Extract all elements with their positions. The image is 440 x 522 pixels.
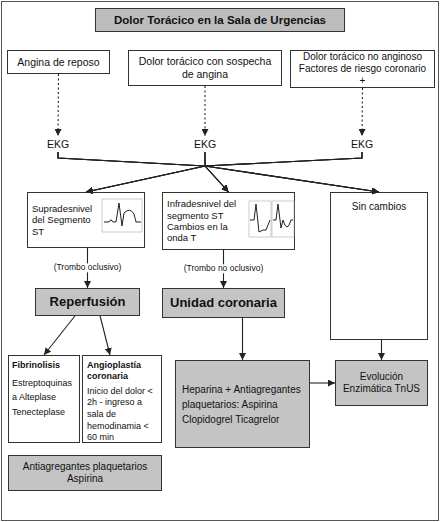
pathway-box: Reperfusión xyxy=(35,288,140,316)
t-inversion-trace xyxy=(273,204,293,228)
entry-box: Dolor torácico no anginoso Factores de r… xyxy=(290,50,435,88)
ekg-step: EKG xyxy=(187,136,223,152)
treatment-box: FibrinolisisEstreptoquinasa Alteplase Te… xyxy=(8,355,80,443)
node-text: EKG xyxy=(191,138,219,151)
finding-box: Infradesnivel del segmento ST Cambios en… xyxy=(162,192,295,250)
node-body: Inicio del dolor < 2h - ingreso a sala d… xyxy=(87,386,159,444)
title-band: Dolor Torácico en la Sala de Urgencias xyxy=(95,8,345,32)
treatment-box: Angioplastía coronariaInicio del dolor <… xyxy=(82,355,162,443)
outcome-box: Evolución Enzimática TnUS xyxy=(335,360,428,406)
ecg-frame xyxy=(249,201,271,237)
node-text: Sin cambios xyxy=(335,201,423,213)
ecg-icon xyxy=(249,201,294,237)
flow-arrow xyxy=(58,152,379,192)
st-depression-trace xyxy=(250,204,270,232)
ecg-icon xyxy=(102,199,142,232)
connectors xyxy=(44,74,382,383)
edge-label: (Trombo oclusivo) xyxy=(53,263,123,272)
flow-arrow xyxy=(86,152,362,192)
pathway-box: Unidad coronaria xyxy=(162,288,285,318)
node-body: Estreptoquinasa Alteplase Tenecteplase xyxy=(12,376,77,419)
flow-arrow xyxy=(58,152,229,192)
title-text: Dolor Torácico en la Sala de Urgencias xyxy=(114,14,326,26)
node-text: Fibrinolisis xyxy=(12,360,77,371)
node-text: Angina de reposo xyxy=(12,56,105,69)
finding-box: Sin cambios xyxy=(330,192,428,340)
node-text: Dolor torácico no anginoso Factores de r… xyxy=(295,51,430,87)
flow-arrow xyxy=(381,340,382,360)
node-text: EKG xyxy=(348,138,376,151)
node-text: Supradesnivel del Segmento ST xyxy=(32,203,104,237)
flow-arrow xyxy=(205,152,229,192)
st-elevation-trace xyxy=(104,203,141,226)
node-text: Heparina + Antiagregantes plaquetarios: … xyxy=(182,382,303,427)
flow-arrow xyxy=(242,318,243,360)
node-text: Evolución Enzimática TnUS xyxy=(340,371,423,395)
ekg-step: EKG xyxy=(40,136,76,152)
entry-box: Dolor torácico con sospecha de angina xyxy=(128,50,282,86)
flow-arrow xyxy=(86,152,205,192)
node-text: Unidad coronaria xyxy=(167,295,280,311)
node-text: EKG xyxy=(44,138,72,151)
node-text: Infradesnivel del segmento ST Cambios en… xyxy=(167,198,248,244)
node-text: Dolor torácico con sospecha de angina xyxy=(133,55,277,80)
flow-arrow xyxy=(58,152,205,192)
flow-arrow xyxy=(205,152,379,192)
flow-arrow xyxy=(57,74,59,136)
flow-arrow xyxy=(310,382,335,383)
node-text: Angioplastía coronaria xyxy=(87,360,159,382)
node-text: Reperfusión xyxy=(40,294,135,310)
treatment-box: Antiagregantes plaquetarios Aspirina xyxy=(8,455,162,491)
ekg-step: EKG xyxy=(344,136,380,152)
entry-box: Angina de reposo xyxy=(7,50,110,74)
flow-arrow xyxy=(44,316,75,355)
edge-label: (Trombo no oclusivo) xyxy=(183,264,265,273)
flow-arrow xyxy=(100,316,110,355)
flow-arrow xyxy=(205,152,379,192)
finding-box: Supradesnivel del Segmento ST xyxy=(27,192,145,248)
ecg-frame xyxy=(272,201,294,237)
treatment-box: Heparina + Antiagregantes plaquetarios: … xyxy=(175,360,310,448)
flow-arrow xyxy=(204,86,205,136)
ecg-frame xyxy=(102,199,142,232)
flow-arrow xyxy=(361,88,363,136)
node-text: Antiagregantes plaquetarios Aspirina xyxy=(13,461,157,485)
